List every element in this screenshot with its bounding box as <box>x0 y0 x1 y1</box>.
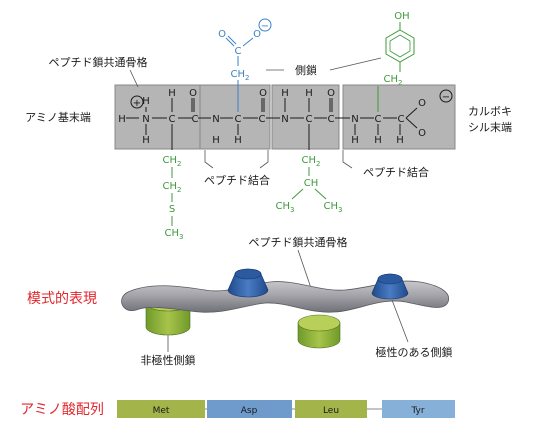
sequence-label-met: Met <box>153 406 170 416</box>
leu-ch3-right: CH3 <box>324 201 343 214</box>
atom-H-ca2: H <box>234 135 242 146</box>
atom-H-amino-bottom: H <box>142 135 150 146</box>
atom-C-co1: C <box>192 114 199 125</box>
leu-ch: CH <box>304 178 319 189</box>
asp-ch2: CH2 <box>231 69 250 82</box>
plus-charge-sign: + <box>133 98 141 109</box>
nonpolar-side-chain-2 <box>297 314 341 349</box>
plus-charge-circle <box>130 95 144 109</box>
minus-charge-sign-asp: − <box>261 21 269 32</box>
sequence-residue-met <box>117 400 205 418</box>
polar-side-chain-2 <box>371 273 409 300</box>
atom-C-co3: C <box>328 114 335 125</box>
minus-charge-circle-right <box>439 89 453 103</box>
atom-H-n4: H <box>351 135 359 146</box>
polar-side-chain-1 <box>227 268 269 298</box>
sequence-residue-tyr <box>382 400 455 418</box>
met-ch2-2: CH2 <box>163 181 182 194</box>
atom-O-carboxyl-bottom: O <box>418 128 426 139</box>
atom-C-ca4: C <box>375 114 382 125</box>
atom-H-amino-top: H <box>142 96 150 107</box>
atom-H-carboxyl-bottom: H <box>396 135 404 146</box>
atom-C-ca1: C <box>169 114 176 125</box>
atom-N4: N <box>351 114 358 125</box>
asp-side-chain: CH2 C O O <box>218 29 261 112</box>
atom-O-1: O <box>189 88 197 99</box>
atom-O-carboxyl-top: O <box>418 98 426 109</box>
leader-backbone-model <box>297 249 313 292</box>
atom-H-n3: H <box>281 88 289 99</box>
minus-charge-sign-right: − <box>442 92 450 103</box>
label-backbone-model: ペプチド鎖共通骨格 <box>249 235 348 249</box>
residue-box-2 <box>199 84 271 150</box>
sequence-label-asp: Asp <box>241 406 258 416</box>
label-backbone-top: ペプチド鎖共通骨格 <box>49 55 148 69</box>
atom-H-n2: H <box>212 135 220 146</box>
met-s: S <box>169 204 175 215</box>
label-peptide-bond-2: ペプチド結合 <box>363 165 429 179</box>
atom-N1: N <box>142 114 149 125</box>
asp-o-double: O <box>218 29 226 40</box>
met-ch3: CH3 <box>165 228 184 241</box>
atom-H-amino-left: H <box>118 114 126 125</box>
asp-o-single: O <box>253 29 261 40</box>
sequence-residue-leu <box>295 400 367 418</box>
label-carboxyl-end-2: シル末端 <box>468 120 512 134</box>
label-peptide-bond-1: ペプチド結合 <box>204 173 270 187</box>
annotation-leaders <box>129 57 382 169</box>
asp-c: C <box>235 46 242 57</box>
sequence-label-tyr: Tyr <box>410 406 424 416</box>
atom-N3: N <box>281 114 288 125</box>
met-ch2-1: CH2 <box>163 155 182 168</box>
label-amino-end: アミノ基末端 <box>25 110 91 124</box>
residue-box-3 <box>271 84 340 150</box>
label-schematic: 模式的表現 <box>27 291 97 307</box>
label-nonpolar: 非極性側鎖 <box>141 353 196 367</box>
atom-H-ca3: H <box>305 88 313 99</box>
label-polar: 極性のある側鎖 <box>376 345 453 359</box>
met-side-chain: CH2 CH2 S CH3 <box>163 155 184 241</box>
leu-ch2: CH2 <box>302 155 321 168</box>
atom-C-co2: C <box>259 114 266 125</box>
sequence-residue-asp <box>207 400 292 418</box>
sequence-label-leu: Leu <box>323 406 339 416</box>
minus-charge-circle-asp <box>258 18 272 32</box>
label-side-chain: 側鎖 <box>295 63 317 77</box>
tyr-side-chain: CH2 OH <box>377 11 415 112</box>
backbone-atoms: H H N H H C O C N H C H O C H N H C O C … <box>118 88 426 146</box>
atom-C-ca3: C <box>306 114 313 125</box>
label-carboxyl-end-1: カルボキ <box>468 105 512 118</box>
backbone-boxes <box>114 84 456 150</box>
atom-O-3: O <box>327 88 335 99</box>
atom-N2: N <box>212 114 219 125</box>
leader-polar <box>391 299 409 343</box>
leu-side-chain: CH2 CH CH3 CH3 <box>276 155 343 214</box>
sequence-bar: Met Asp Leu Tyr <box>117 400 455 418</box>
atom-C-carboxyl: C <box>398 114 405 125</box>
atom-O-2: O <box>259 88 267 99</box>
residue-box-4 <box>342 84 456 150</box>
atom-C-ca2: C <box>235 114 242 125</box>
leu-ch3-left: CH3 <box>276 201 295 214</box>
residue-box-1 <box>114 84 201 150</box>
tyr-ch2: CH2 <box>384 74 403 87</box>
atom-H-ca4: H <box>374 135 382 146</box>
atom-H-ca1: H <box>168 88 176 99</box>
label-sequence-title: アミノ酸配列 <box>20 402 104 418</box>
backbone-bonds <box>126 98 418 150</box>
tyr-oh: OH <box>394 11 409 22</box>
tyr-benzene-ring <box>385 29 415 63</box>
